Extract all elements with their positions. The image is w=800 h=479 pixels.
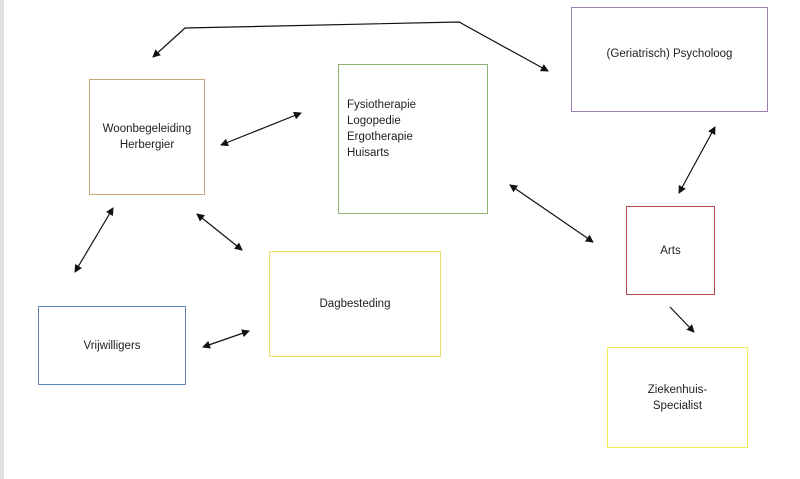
node-vrijwilligers: Vrijwilligers	[38, 306, 186, 385]
node-ziekenhuis: Ziekenhuis- Specialist	[607, 347, 748, 448]
node-label: (Geriatrisch) Psycholoog	[606, 48, 733, 60]
node-label: Fysiotherapie	[347, 99, 417, 111]
arrow-woon-dagbesteding	[196, 213, 243, 251]
arrow-arts-psycholoog	[678, 126, 716, 194]
node-dagbesteding: Dagbesteding	[269, 251, 441, 357]
arrow-paramedisch-arts	[509, 184, 594, 243]
node-label: Huisarts	[347, 147, 390, 159]
node-label: Logopedie	[347, 115, 401, 127]
node-label: Vrijwilligers	[83, 339, 141, 352]
node-label: Specialist	[652, 399, 703, 412]
arrow-arts-ziekenhuis	[669, 306, 695, 333]
node-psycholoog: (Geriatrisch) Psycholoog	[571, 7, 768, 112]
arrow-woon-psycholoog	[152, 21, 549, 72]
node-label: Herbergier	[119, 139, 175, 151]
node-label: Dagbesteding	[319, 298, 391, 310]
node-label: Ergotherapie	[347, 131, 413, 143]
node-arts: Arts	[626, 206, 715, 295]
node-label: Arts	[660, 244, 681, 257]
node-label: Woonbegeleiding	[102, 123, 192, 135]
node-label: Ziekenhuis-	[647, 383, 708, 396]
arrow-woon-vrijwilligers	[74, 207, 114, 273]
page-margin	[0, 0, 4, 479]
arrow-woon-paramedisch	[220, 111, 302, 147]
arrow-vrijwilligers-dagbesteding	[202, 329, 250, 349]
